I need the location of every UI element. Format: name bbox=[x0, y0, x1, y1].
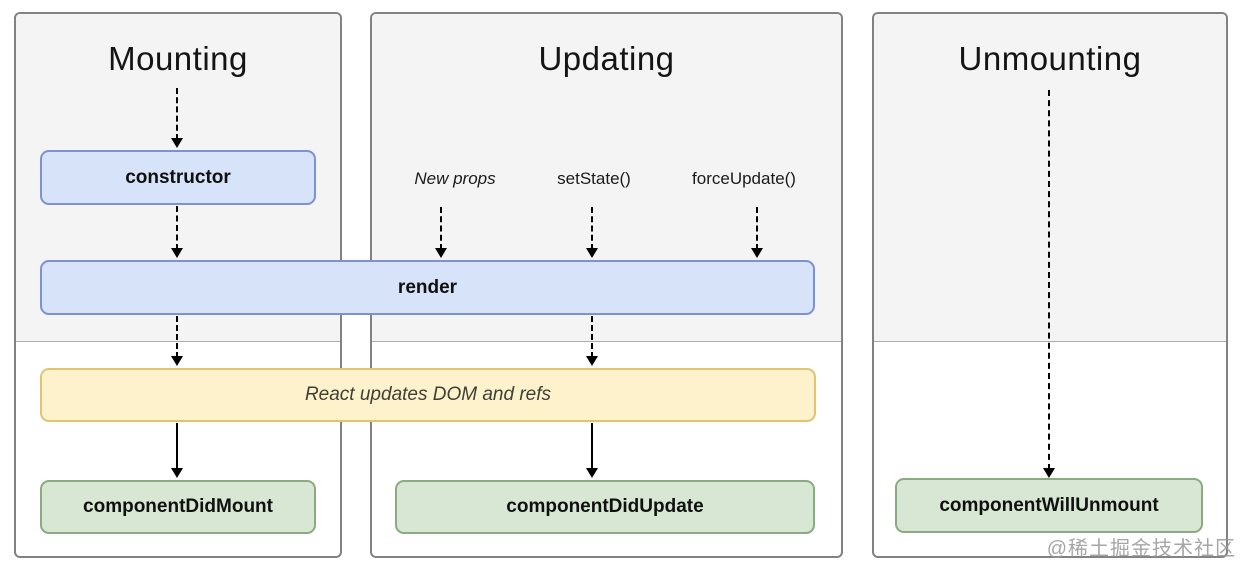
arrow-mounting-to-constructor bbox=[171, 88, 183, 148]
arrowhead-icon bbox=[171, 468, 183, 478]
arrow-dom-update-to-did-mount bbox=[171, 423, 183, 478]
trigger-force-update: forceUpdate() bbox=[692, 169, 796, 188]
panel-unmounting-render-phase-area bbox=[874, 14, 1226, 342]
node-component-did-mount: componentDidMount bbox=[40, 480, 316, 534]
arrow-constructor-to-render bbox=[171, 206, 183, 258]
node-component-will-unmount: componentWillUnmount bbox=[895, 478, 1203, 533]
arrow-new-props-to-render bbox=[435, 207, 447, 258]
arrowhead-icon bbox=[171, 138, 183, 148]
panel-unmounting: Unmounting bbox=[872, 12, 1228, 558]
arrowhead-icon bbox=[171, 356, 183, 366]
arrowhead-icon bbox=[586, 468, 598, 478]
arrowhead-icon bbox=[171, 248, 183, 258]
unmounting-title: Unmounting bbox=[958, 40, 1142, 77]
juejin-watermark: @稀土掘金技术社区 bbox=[1046, 538, 1236, 560]
node-render: render bbox=[40, 260, 815, 315]
arrow-unmounting-to-will-unmount bbox=[1043, 90, 1055, 478]
node-react-updates-dom: React updates DOM and refs bbox=[40, 368, 816, 422]
arrowhead-icon bbox=[1043, 468, 1055, 478]
arrow-dom-update-to-did-update bbox=[586, 423, 598, 478]
arrow-line bbox=[176, 206, 178, 250]
arrow-set-state-to-render bbox=[586, 207, 598, 258]
mounting-title: Mounting bbox=[108, 40, 248, 77]
arrowhead-icon bbox=[751, 248, 763, 258]
node-constructor: constructor bbox=[40, 150, 316, 205]
arrow-line bbox=[176, 316, 178, 358]
arrow-render-to-dom-update-mounting bbox=[171, 316, 183, 366]
node-component-did-update: componentDidUpdate bbox=[395, 480, 815, 534]
arrow-line bbox=[176, 88, 178, 140]
arrow-render-to-dom-update-updating bbox=[586, 316, 598, 366]
arrow-line bbox=[756, 207, 758, 250]
arrow-line bbox=[440, 207, 442, 250]
trigger-new-props: New props bbox=[414, 169, 496, 188]
trigger-set-state: setState() bbox=[557, 169, 631, 188]
updating-title: Updating bbox=[538, 40, 675, 77]
arrowhead-icon bbox=[586, 356, 598, 366]
arrow-force-update-to-render bbox=[751, 207, 763, 258]
arrow-line bbox=[176, 423, 178, 470]
arrow-line bbox=[591, 423, 593, 470]
arrowhead-icon bbox=[435, 248, 447, 258]
arrow-line bbox=[1048, 90, 1050, 470]
arrow-line bbox=[591, 316, 593, 358]
arrowhead-icon bbox=[586, 248, 598, 258]
arrow-line bbox=[591, 207, 593, 250]
